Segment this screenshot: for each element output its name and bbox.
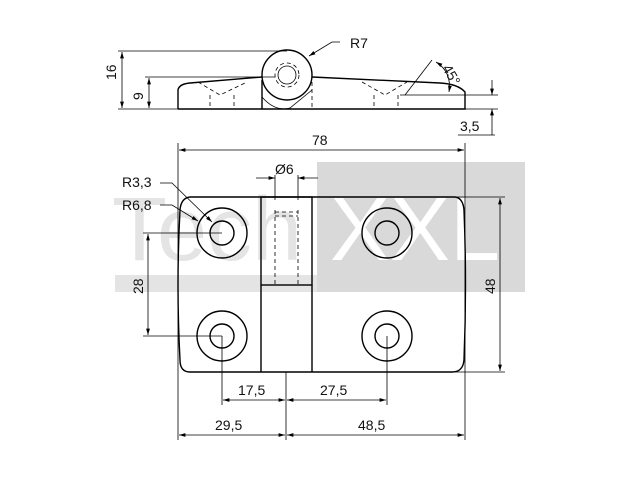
side-view: 16 9 3,5 45° R7 [103, 35, 498, 136]
watermark-left-text: Tech [112, 180, 302, 280]
watermark-right-text: XXL [330, 180, 500, 280]
hole [374, 220, 400, 246]
dim-16-text: 16 [103, 64, 119, 80]
dim-r6-8-text: R6,8 [122, 197, 152, 213]
dim-78-text: 78 [312, 132, 328, 148]
knuckle-circle [261, 49, 313, 101]
dim-pin-diameter-text: Ø6 [275, 161, 294, 177]
dim-9-text: 9 [130, 92, 146, 100]
dim-48-text: 48 [482, 278, 498, 294]
dim-28-text: 28 [130, 278, 146, 294]
r7-text: R7 [350, 35, 368, 51]
top-plate-outline [177, 196, 467, 373]
side-plate-outline [177, 76, 466, 110]
angle-arc [435, 61, 452, 93]
watermark: Tech XXL [112, 162, 525, 292]
pin-circle [277, 65, 297, 85]
dim-17-5-text: 17,5 [238, 382, 265, 398]
dim-3-5-text: 3,5 [460, 118, 480, 134]
knuckle-top [260, 196, 313, 286]
r7-leader [308, 41, 340, 57]
hole-boss [361, 207, 413, 259]
watermark-band [115, 275, 317, 292]
watermark-box [317, 162, 525, 292]
dim-27-5-text: 27,5 [320, 382, 347, 398]
dim-48-5-text: 48,5 [358, 417, 385, 433]
dim-29-5-text: 29,5 [215, 417, 242, 433]
dim-r3-3-text: R3,3 [122, 174, 152, 190]
top-view: 78 Ø6 R3,3 R6,8 48 28 17,5 27,5 29,5 48,… [122, 132, 505, 440]
pin-thread-circle [274, 62, 300, 88]
